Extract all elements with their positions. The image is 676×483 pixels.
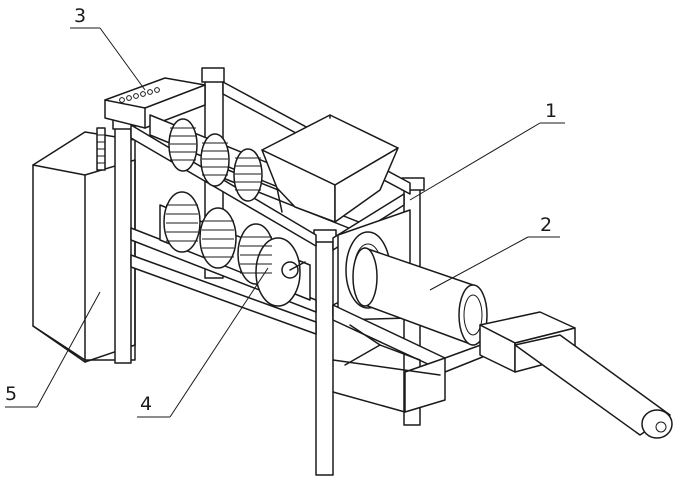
callout-1: 1 <box>410 100 565 200</box>
label-4: 4 <box>140 393 152 415</box>
callout-3: 3 <box>70 5 145 90</box>
hopper <box>262 115 398 222</box>
label-1: 1 <box>545 100 557 122</box>
lower-gear-rollers <box>160 192 310 306</box>
label-2: 2 <box>540 214 552 236</box>
label-3: 3 <box>74 5 86 27</box>
label-5: 5 <box>5 383 17 405</box>
output-shaft <box>480 312 672 438</box>
